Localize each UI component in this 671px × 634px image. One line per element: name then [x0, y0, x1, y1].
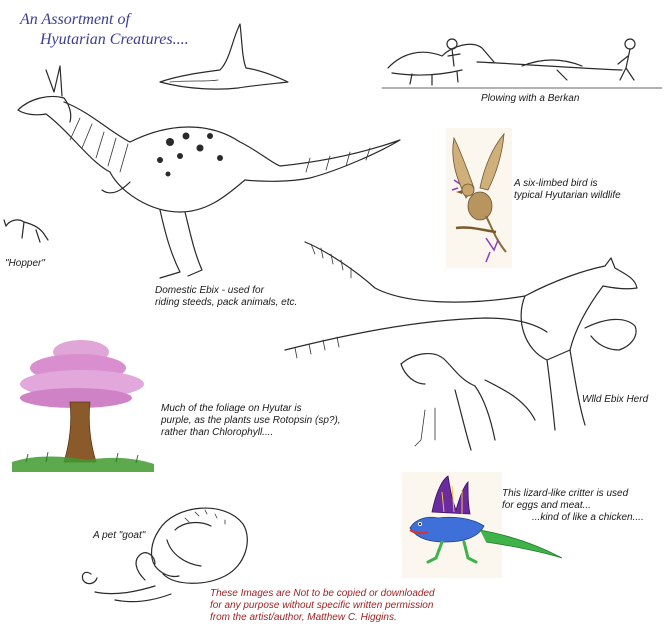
wild-ebix-herd-drawing	[284, 241, 638, 451]
notice-line-3: from the artist/author, Matthew C. Higgi…	[210, 612, 397, 623]
caption-six-limbed-line-1: A six-limbed bird is	[514, 178, 598, 189]
notice-line-2: for any purpose without specific written…	[210, 600, 434, 611]
hopper-drawing	[3, 219, 49, 243]
caption-lizard-line-3: ...kind of like a chicken....	[532, 512, 644, 523]
six-limbed-bird-drawing	[446, 128, 512, 268]
copyright-notice: These Images are Not to be copied or dow…	[210, 588, 435, 624]
title-line-1: An Assortment of	[20, 11, 130, 28]
caption-foliage-line-1: Much of the foliage on Hyutar is	[161, 403, 302, 414]
notice-line-1: These Images are Not to be copied or dow…	[210, 588, 435, 599]
page-title: An Assortment of Hyutarian Creatures....	[20, 10, 189, 50]
caption-wild-ebix-herd: Wlld Ebix Herd	[582, 394, 649, 405]
caption-plowing: Plowing with a Berkan	[481, 93, 580, 104]
caption-six-limbed-line-2: typical Hyutarian wildlife	[514, 190, 621, 201]
caption-foliage-line-3: rather than Chlorophyll....	[161, 427, 274, 438]
lizard-drawing	[402, 472, 563, 578]
caption-foliage-line-2: purple, as the plants use Rotopsin (sp?)…	[161, 415, 341, 426]
caption-lizard: This lizard-like critter is used for egg…	[502, 488, 644, 524]
caption-lizard-line-2: for eggs and meat...	[502, 500, 591, 511]
caption-six-limbed-bird: A six-limbed bird is typical Hyutarian w…	[514, 178, 621, 202]
pet-goat-drawing	[81, 507, 248, 603]
purple-tree-drawing	[12, 340, 154, 472]
title-line-2: Hyutarian Creatures....	[40, 31, 189, 48]
flying-bird-drawing	[159, 23, 289, 90]
caption-pet-goat: A pet "goat"	[93, 530, 146, 541]
domestic-ebix-drawing	[17, 65, 401, 279]
caption-domestic-line-1: Domestic Ebix - used for	[155, 285, 264, 296]
caption-domestic-ebix: Domestic Ebix - used for riding steeds, …	[155, 285, 297, 309]
plowing-berkan-drawing	[381, 38, 663, 89]
caption-lizard-line-1: This lizard-like critter is used	[502, 488, 629, 499]
caption-purple-foliage: Much of the foliage on Hyutar is purple,…	[161, 403, 341, 439]
caption-hopper: "Hopper"	[5, 258, 45, 269]
caption-domestic-line-2: riding steeds, pack animals, etc.	[155, 297, 298, 308]
